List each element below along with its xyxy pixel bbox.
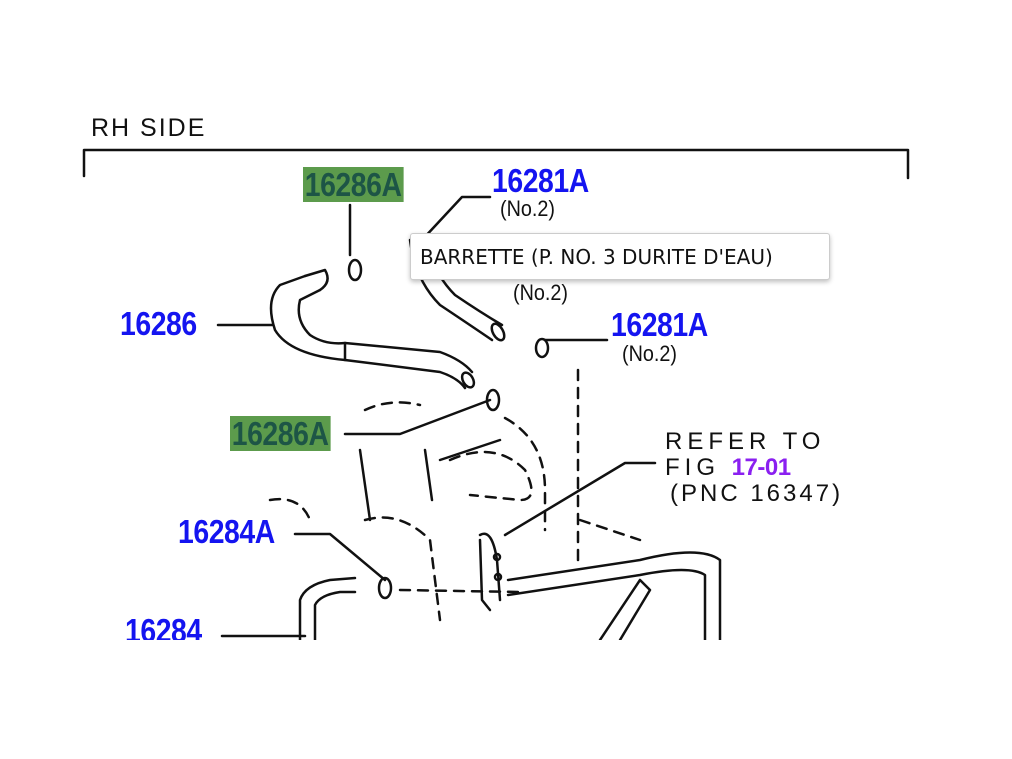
- leader-line: [293, 532, 387, 582]
- part-link-16284A[interactable]: 16284A: [178, 513, 275, 550]
- part-link-16286[interactable]: 16286: [120, 305, 197, 342]
- part-link-16281A-top[interactable]: 16281A: [492, 162, 589, 199]
- reference-fig-prefix: FIG: [665, 454, 720, 481]
- part-note: (No.2): [500, 196, 556, 221]
- part-link-16286A-top[interactable]: 16286A: [303, 166, 404, 203]
- leader-line: [343, 398, 492, 436]
- part-link-16281A-right[interactable]: 16281A: [611, 306, 708, 343]
- part-link-16286A-mid[interactable]: 16286A: [230, 415, 331, 452]
- section-title: RH SIDE: [91, 114, 207, 142]
- parts-diagram: RH SIDE 16286A 16281A (No.2) (No.2) 1628…: [82, 114, 910, 640]
- part-link-16284[interactable]: 16284: [125, 612, 202, 640]
- fig-link-17-01[interactable]: 17-01: [731, 454, 791, 481]
- diagram-line-art: [82, 148, 910, 640]
- part-note: (No.2): [513, 280, 569, 305]
- section-bracket: [82, 148, 910, 180]
- part-tooltip: BARRETTE (P. NO. 3 DURITE D'EAU): [410, 233, 830, 280]
- hose-16286: [269, 274, 467, 390]
- reference-line-3: (PNC 16347): [670, 480, 844, 507]
- reference-line-1: REFER TO: [665, 428, 826, 455]
- part-note: (No.2): [622, 341, 678, 366]
- reference-line-2: FIG 17-01: [665, 456, 791, 480]
- leader-line: [420, 195, 492, 242]
